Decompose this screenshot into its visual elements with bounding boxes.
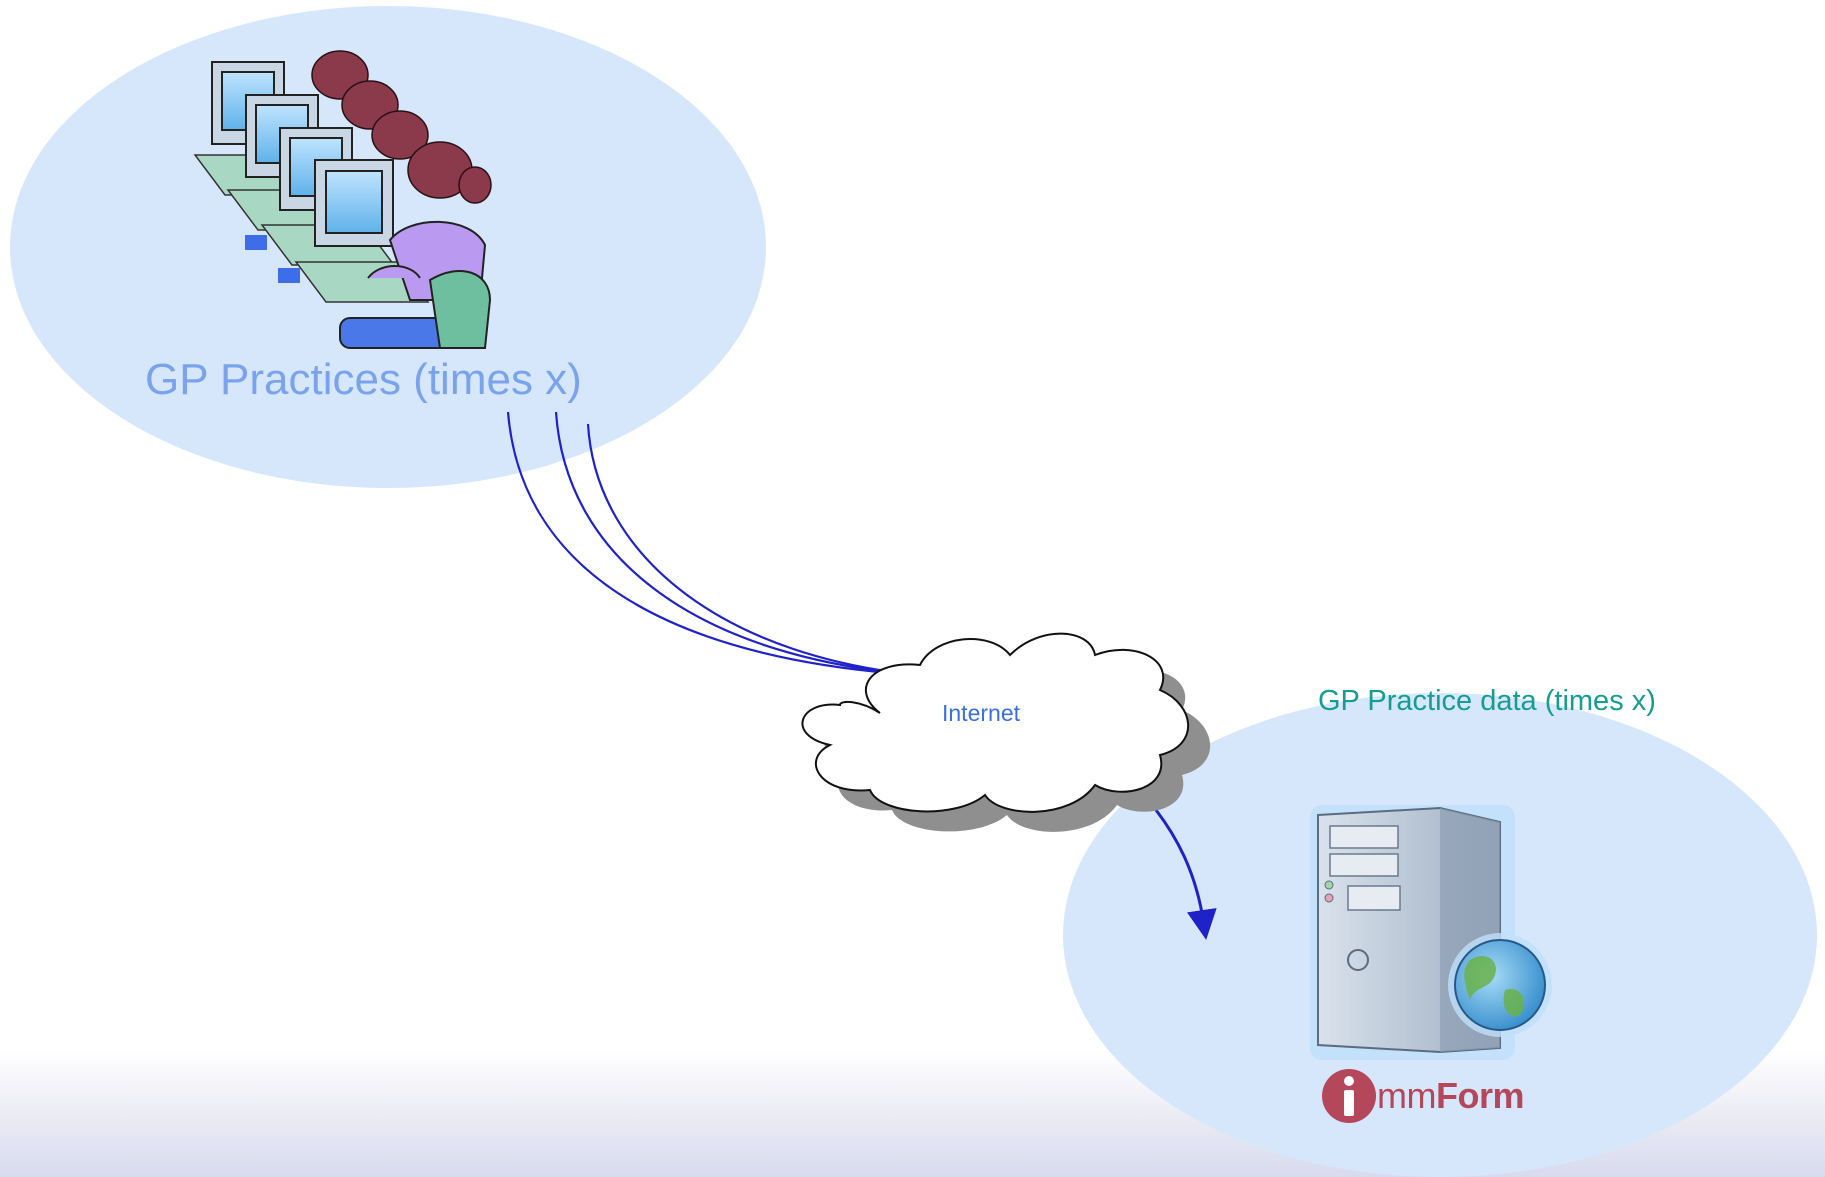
gp-practice-data-label: GP Practice data (times x) — [1318, 685, 1656, 717]
immform-logo — [1322, 1069, 1376, 1123]
immform-logo-text: mmForm — [1377, 1075, 1524, 1117]
worker-heads — [311, 50, 492, 204]
logo-text-form: Form — [1435, 1075, 1525, 1116]
connector-lines — [506, 411, 931, 678]
internet-label: Internet — [942, 700, 1020, 726]
connector-line — [586, 423, 931, 678]
server-tower-with-globe-icon — [1310, 805, 1552, 1060]
gp-practices-label: GP Practices (times x) — [145, 355, 582, 404]
cloud-body — [801, 632, 1190, 813]
cloud-to-server-arrow — [1154, 809, 1217, 940]
front-worker — [245, 220, 492, 349]
logo-text-mm: mm — [1377, 1075, 1436, 1116]
monitors — [211, 61, 394, 247]
connector-line — [506, 411, 931, 678]
internet-cloud-icon — [801, 632, 1211, 832]
connector-line — [554, 411, 931, 678]
office-workers-at-computers-icon — [193, 50, 492, 349]
